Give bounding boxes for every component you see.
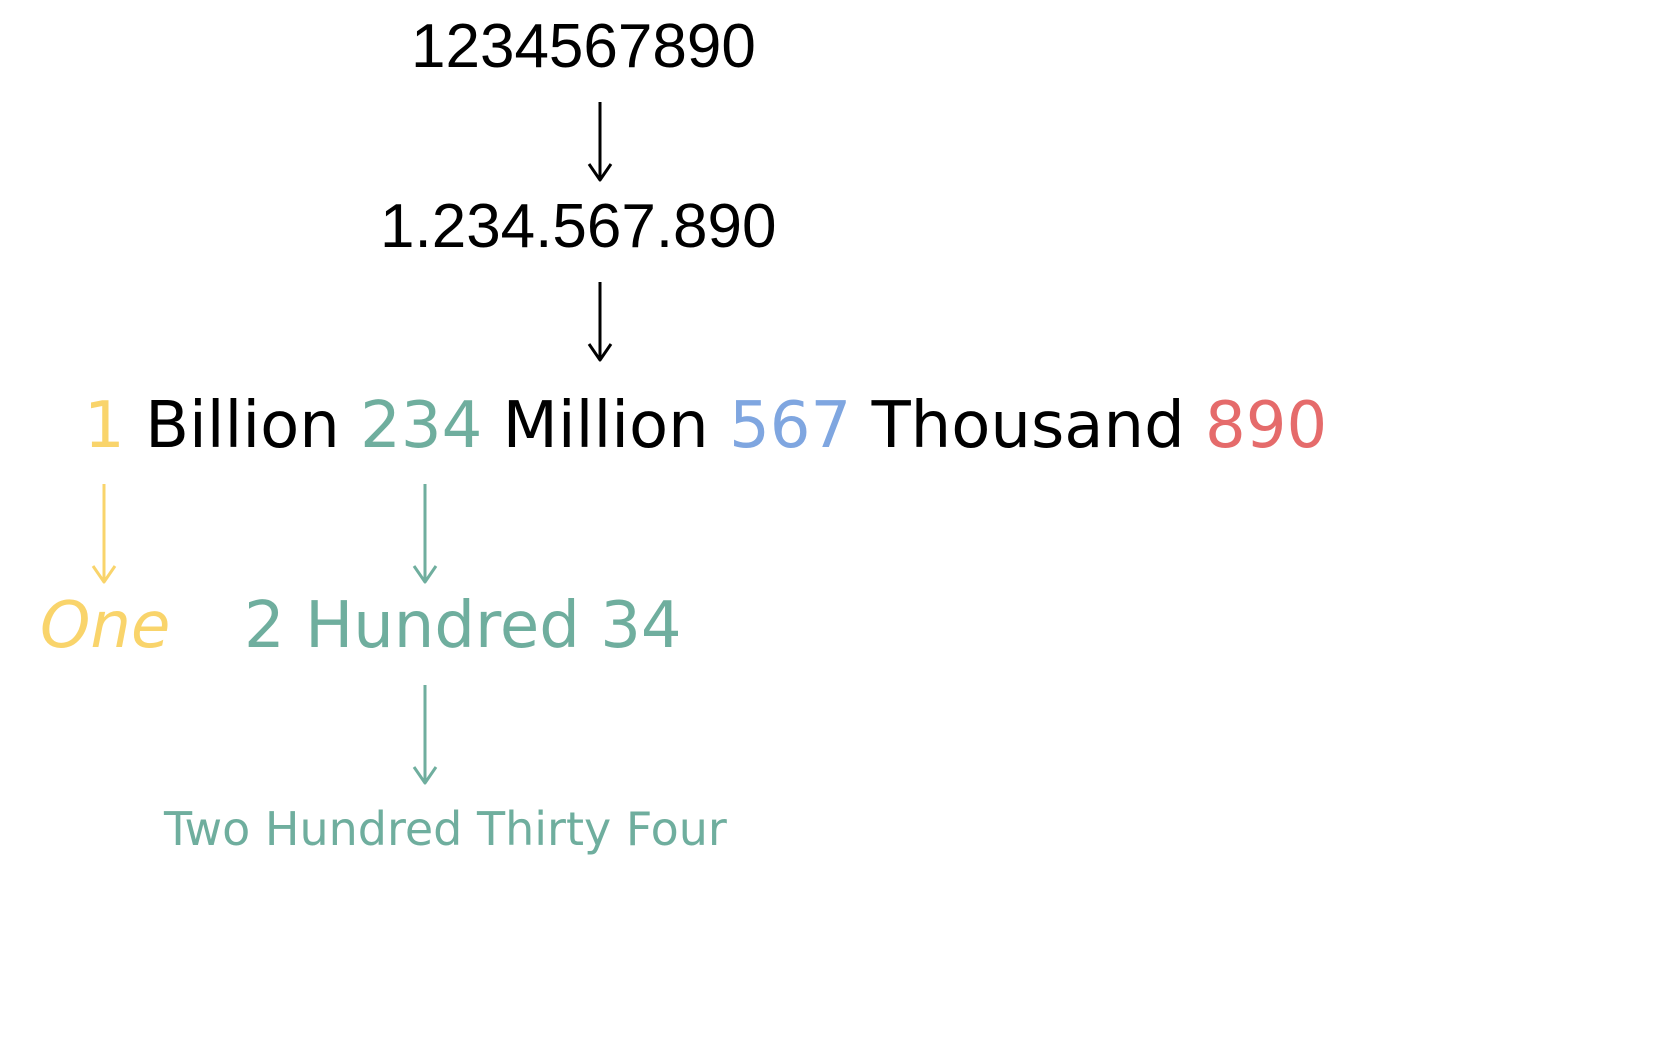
million-in-words: Two Hundred Thirty Four bbox=[164, 802, 727, 856]
thousand-value: 567 bbox=[729, 389, 852, 463]
down-arrow-icon bbox=[412, 685, 438, 785]
number-breakdown: 1 Billion 234 Million 567 Thousand 890 bbox=[84, 394, 1327, 458]
grouped-number: 1.234.567.890 bbox=[380, 192, 777, 261]
million-word: Million bbox=[502, 389, 709, 463]
down-arrow-icon bbox=[587, 102, 613, 182]
million-split: 2 Hundred 34 bbox=[244, 594, 682, 658]
billion-value: 1 bbox=[84, 389, 125, 463]
million-split-hundreds: 2 bbox=[244, 589, 285, 663]
down-arrow-icon bbox=[412, 484, 438, 584]
million-value: 234 bbox=[360, 389, 483, 463]
original-number: 1234567890 bbox=[411, 12, 756, 81]
million-split-hundred-word: Hundred bbox=[305, 589, 580, 663]
down-arrow-icon bbox=[91, 484, 117, 584]
down-arrow-icon bbox=[587, 282, 613, 362]
billion-in-words: One bbox=[40, 589, 171, 663]
million-split-rest: 34 bbox=[600, 589, 682, 663]
remainder-value: 890 bbox=[1205, 389, 1328, 463]
billion-word: Billion bbox=[145, 389, 340, 463]
thousand-word: Thousand bbox=[871, 389, 1185, 463]
